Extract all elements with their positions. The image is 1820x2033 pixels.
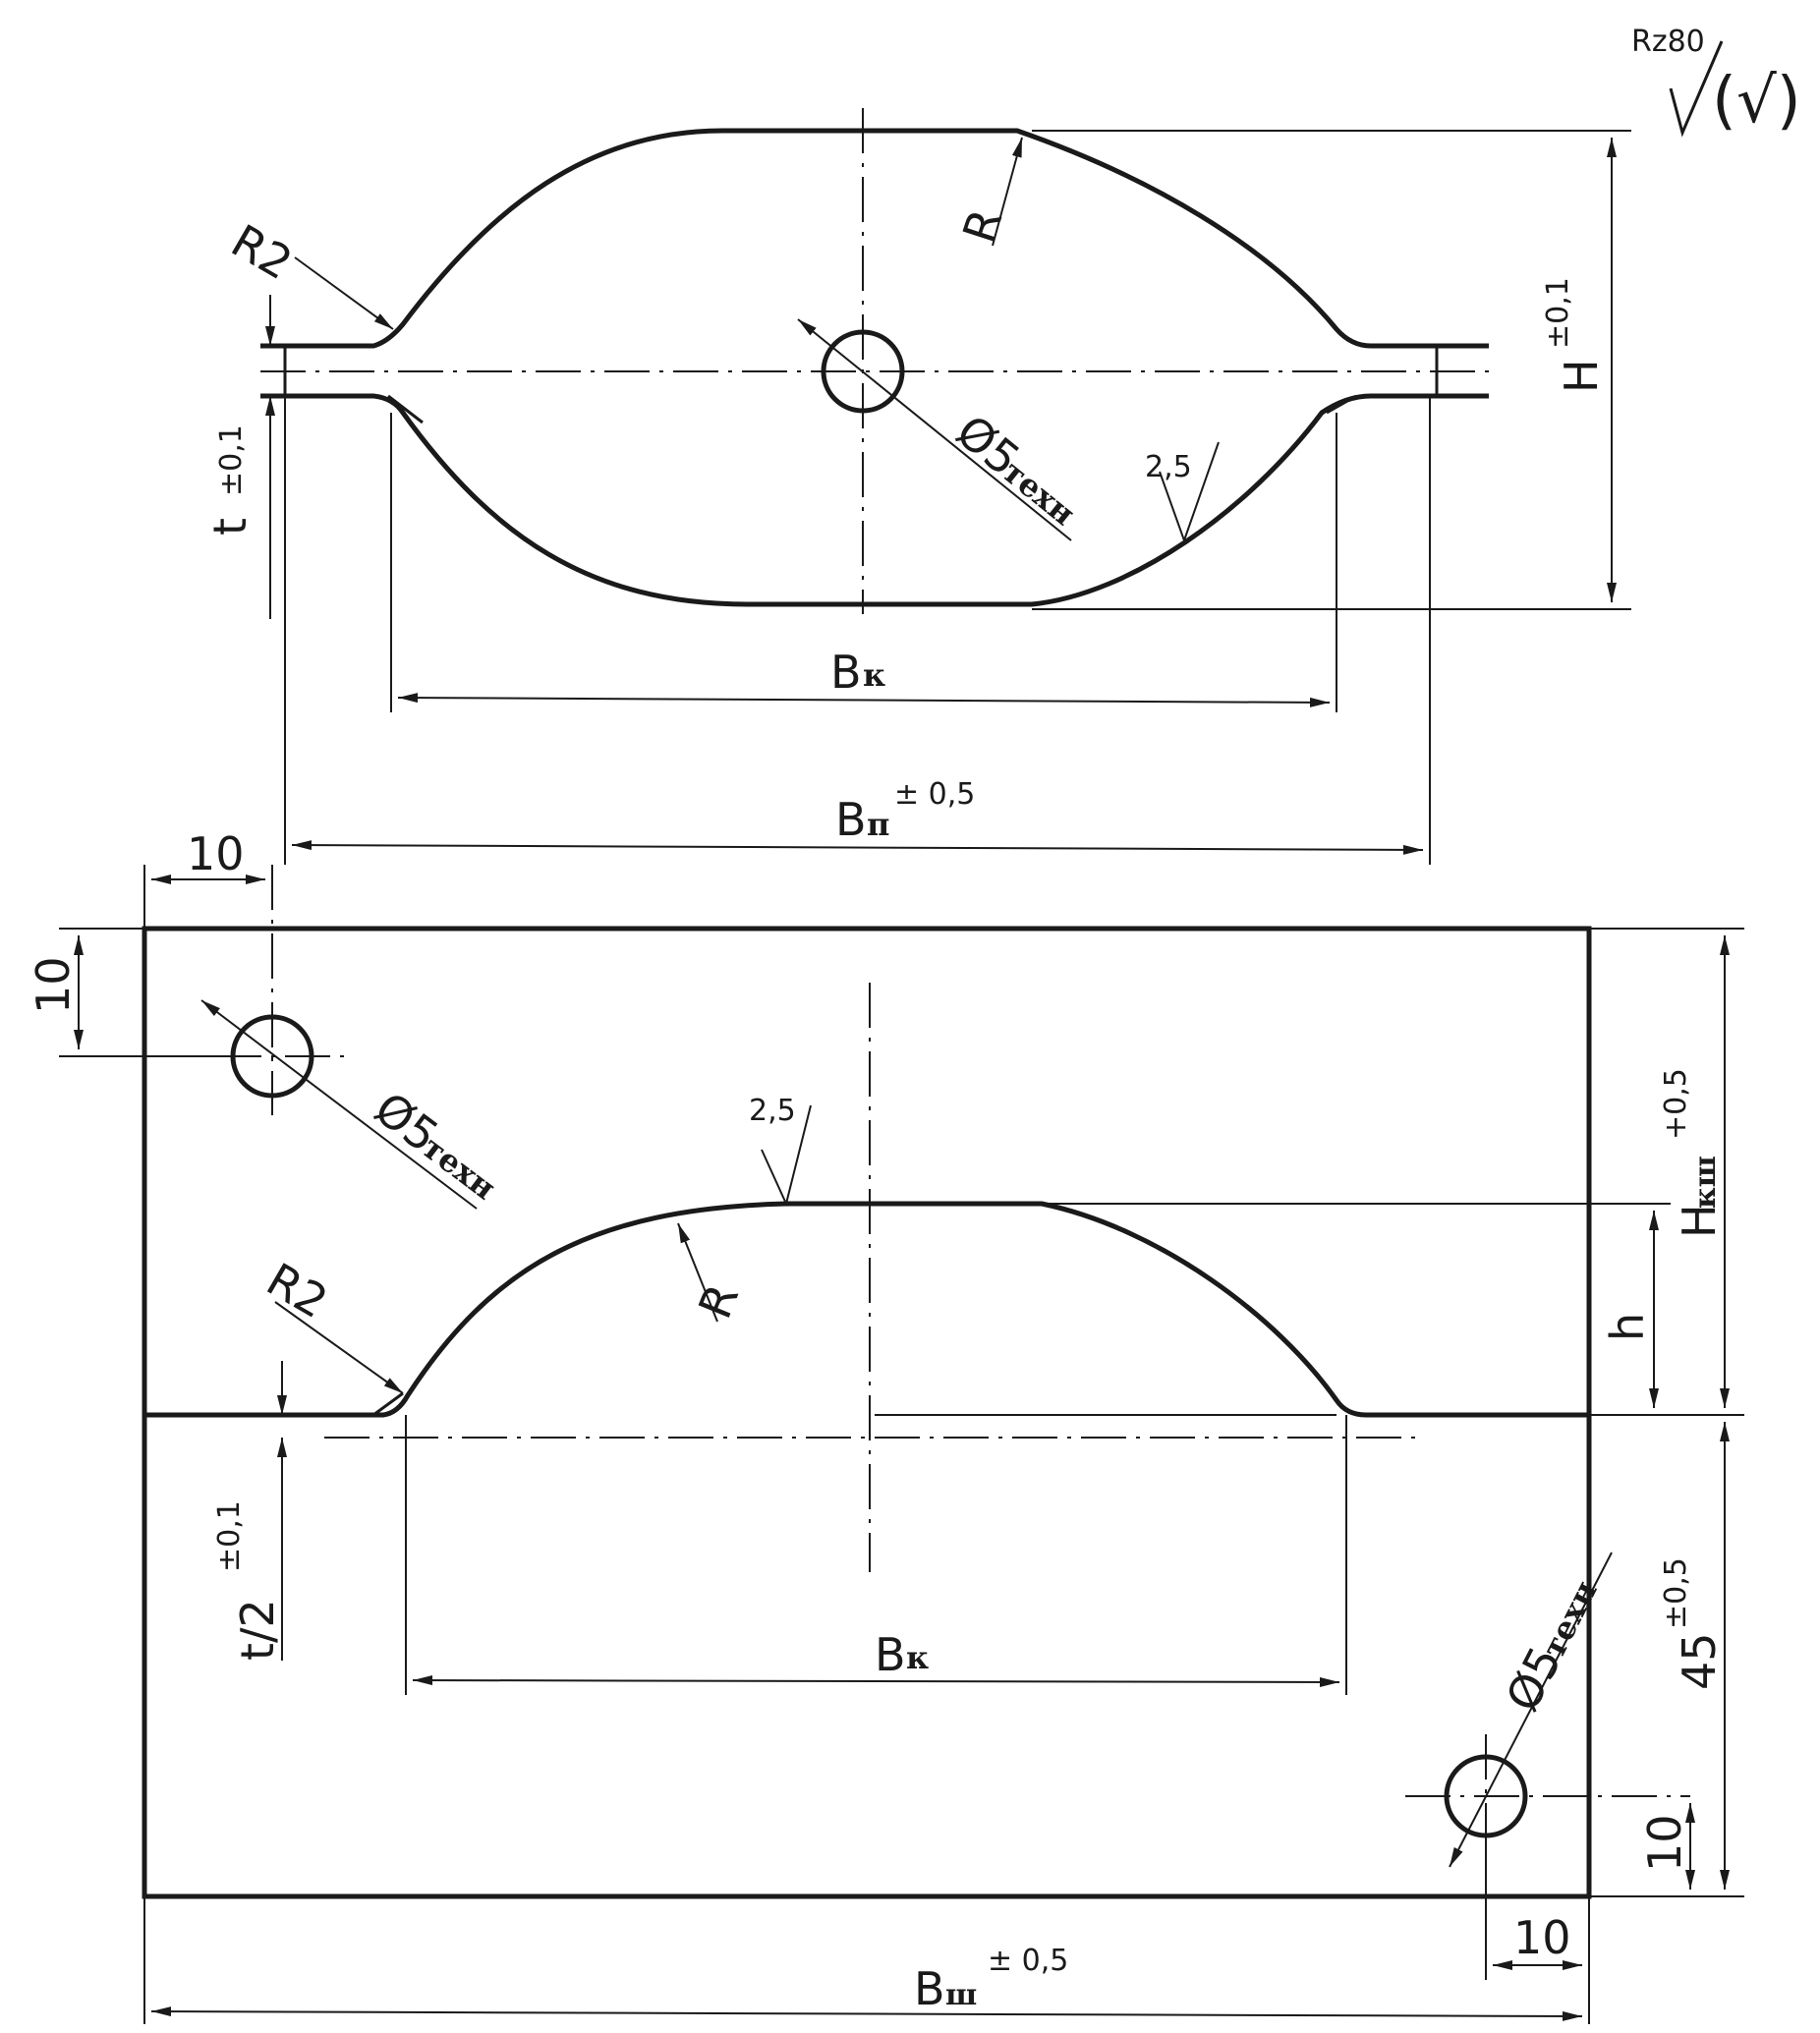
bottom-r2-leader xyxy=(274,1301,404,1394)
top-right-chamfer xyxy=(1326,394,1357,415)
top-bp-dimline xyxy=(291,840,1424,855)
svg-text:п: п xyxy=(867,806,889,843)
hole-tl-label: Ø5 техн xyxy=(365,1082,502,1208)
bsh-label: B ш ± 0,5 xyxy=(914,1944,1068,2015)
bottom-view: Ø5 техн 10 10 2,5 R R2 t/2 ±0,1 xyxy=(27,827,1744,2024)
bottom-cavity-profile xyxy=(144,1201,1589,1418)
svg-text:B: B xyxy=(835,793,867,846)
top-r-label: R xyxy=(952,202,1012,249)
top-left-chamfer xyxy=(387,394,424,424)
roughness-bracket: (√) xyxy=(1712,65,1801,138)
svg-text:к: к xyxy=(863,656,885,694)
top-r2-leader xyxy=(294,256,394,330)
svg-text:+0,5: +0,5 xyxy=(1659,1068,1693,1140)
svg-text:кш: кш xyxy=(1688,1156,1723,1209)
bottom-bk-label: B к xyxy=(875,1628,929,1681)
bottom-roughness-mark xyxy=(761,1104,812,1208)
top-view: Ø5 техн R2 R 2,5 H ±0,1 t ±0,1 xyxy=(203,108,1631,865)
svg-text:±0,5: ±0,5 xyxy=(1659,1557,1693,1629)
svg-text:B: B xyxy=(875,1628,906,1681)
svg-text:к: к xyxy=(906,1639,929,1676)
dim10-right-label: 10 xyxy=(1638,1814,1691,1872)
dim-h-label: h xyxy=(1601,1313,1654,1341)
dim-hkshch-label: H кш +0,5 xyxy=(1659,1068,1726,1238)
top-bp-label: B п ± 0,5 xyxy=(835,777,975,846)
svg-text:± 0,5: ± 0,5 xyxy=(894,777,975,812)
bottom-r-leader xyxy=(677,1222,718,1323)
dim45-label: 45 ±0,5 xyxy=(1659,1557,1726,1690)
svg-text:±0,1: ±0,1 xyxy=(214,424,249,496)
bottom-roughness-value: 2,5 xyxy=(749,1094,796,1128)
bottom-r2-label: R2 xyxy=(258,1253,337,1328)
roughness-label: Rz80 xyxy=(1631,25,1705,59)
dim10-left-label: 10 xyxy=(27,956,80,1014)
dim-half-t-label: t/2 ±0,1 xyxy=(212,1500,284,1661)
svg-text:техн: техн xyxy=(1534,1574,1604,1664)
svg-text:±0,1: ±0,1 xyxy=(1541,277,1575,349)
top-h-label: H ±0,1 xyxy=(1541,277,1608,393)
hole-tl-leader xyxy=(200,999,478,1210)
hole-br-leader xyxy=(1449,1552,1613,1868)
svg-text:ш: ш xyxy=(945,1978,977,2012)
top-profile-lower xyxy=(260,393,1489,607)
svg-text:± 0,5: ± 0,5 xyxy=(988,1944,1068,1978)
top-r2-label: R2 xyxy=(223,214,302,290)
bottom-bk-dimline xyxy=(412,1675,1340,1687)
bsh-dimline xyxy=(150,2006,1583,2021)
top-r-leader xyxy=(992,137,1023,247)
svg-text:H: H xyxy=(1673,1204,1726,1238)
svg-text:B: B xyxy=(914,1962,945,2015)
top-bk-label: B к xyxy=(830,646,885,699)
dim10-bottom-label: 10 xyxy=(1513,1911,1571,1964)
svg-text:техн: техн xyxy=(995,453,1082,534)
roughness-symbol: Rz80 (√) xyxy=(1631,25,1801,138)
svg-text:±0,1: ±0,1 xyxy=(212,1500,247,1572)
bottom-r-label: R xyxy=(688,1276,749,1326)
top-profile-upper xyxy=(260,128,1489,349)
top-t-label: t ±0,1 xyxy=(203,424,256,536)
svg-text:t/2: t/2 xyxy=(231,1599,284,1661)
svg-text:B: B xyxy=(830,646,862,699)
dim10-top-label: 10 xyxy=(187,827,245,880)
svg-text:45: 45 xyxy=(1673,1632,1726,1690)
top-hole xyxy=(821,329,905,414)
roughness-check-icon xyxy=(1669,40,1724,138)
svg-text:t: t xyxy=(203,518,256,536)
top-hole-leader xyxy=(797,318,1072,541)
svg-text:H: H xyxy=(1555,359,1608,393)
top-roughness-value: 2,5 xyxy=(1145,450,1192,484)
top-roughness-mark xyxy=(1159,441,1220,543)
bottom-left-chamfer xyxy=(372,1391,404,1417)
top-bk-dimline xyxy=(397,693,1331,707)
top-hole-label: Ø5 техн xyxy=(946,405,1082,534)
